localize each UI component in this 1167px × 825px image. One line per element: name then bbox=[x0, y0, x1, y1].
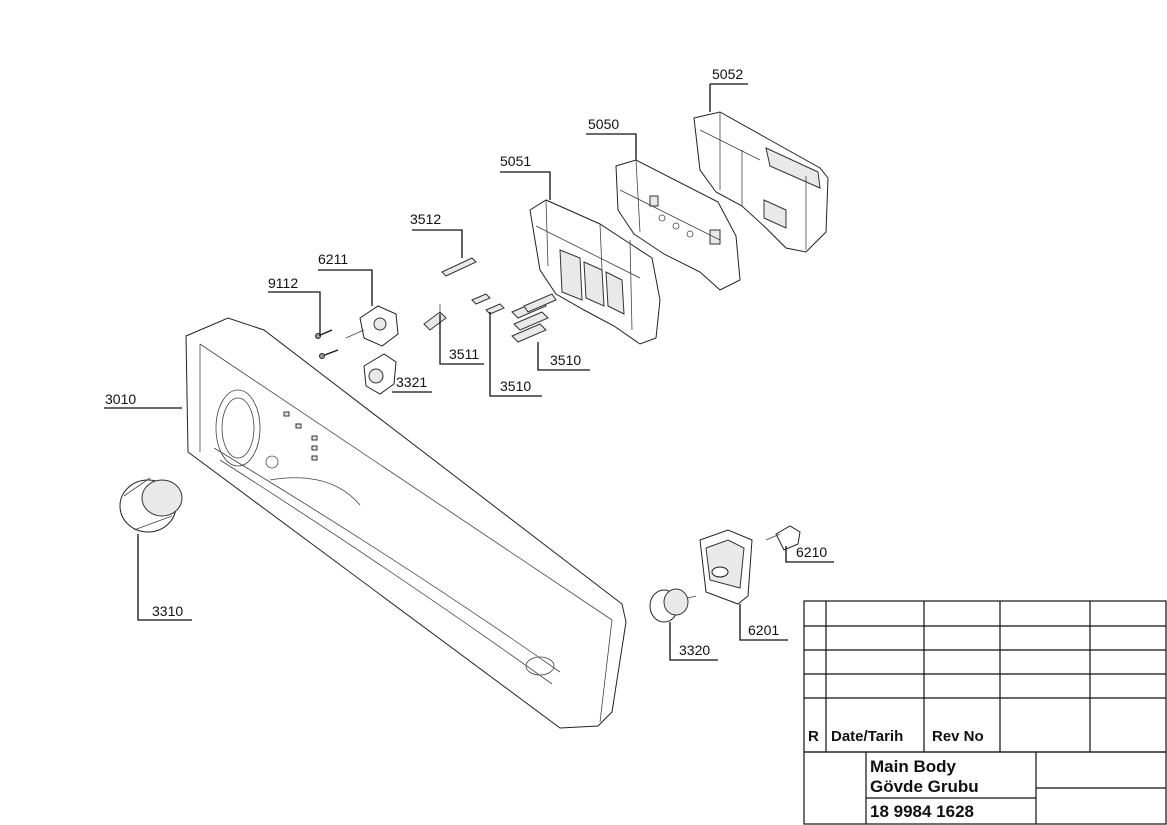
callout-3321: 3321 bbox=[396, 374, 427, 390]
part-3512-light-pipe bbox=[441, 257, 477, 277]
leader-lines bbox=[104, 83, 834, 661]
callout-5052: 5052 bbox=[712, 66, 743, 82]
part-3010-control-panel bbox=[185, 317, 627, 729]
date-column-header: Date/Tarih bbox=[831, 728, 903, 745]
callout-labels: 5052 5050 5051 3512 6211 9112 3511 3510 … bbox=[105, 66, 827, 658]
part-6211-switch bbox=[345, 305, 399, 347]
revno-column-header: Rev No bbox=[932, 728, 984, 745]
callout-3320: 3320 bbox=[679, 642, 710, 658]
part-3321-knob-adaptor bbox=[363, 353, 397, 395]
callout-3511: 3511 bbox=[449, 346, 479, 362]
callout-3010: 3010 bbox=[105, 391, 136, 407]
callout-3512: 3512 bbox=[410, 211, 441, 227]
part-9112-screws bbox=[315, 329, 339, 359]
part-6201-indicator-housing bbox=[699, 529, 753, 605]
part-5052-rear-cover bbox=[693, 111, 829, 253]
part-3510-button-group bbox=[511, 293, 557, 343]
callout-5050: 5050 bbox=[588, 116, 619, 132]
callout-3310: 3310 bbox=[152, 603, 183, 619]
part-5051-button-frame bbox=[529, 199, 661, 345]
callout-9112: 9112 bbox=[268, 275, 298, 291]
drawing-part-number: 18 9984 1628 bbox=[870, 802, 974, 821]
callout-6211: 6211 bbox=[318, 251, 348, 267]
part-3511-button-pin bbox=[423, 304, 447, 331]
callout-3510-upper: 3510 bbox=[550, 352, 581, 368]
part-3320-selector-knob bbox=[649, 588, 697, 623]
drawing-title-tr: Gövde Grubu bbox=[870, 777, 979, 796]
title-block: R Date/Tarih Rev No Main Body Gövde Grub… bbox=[803, 600, 1167, 825]
part-3510-button-small bbox=[471, 293, 505, 315]
callout-6210: 6210 bbox=[796, 544, 827, 560]
callout-3510-lower: 3510 bbox=[500, 378, 531, 394]
drawing-title-en: Main Body bbox=[870, 757, 956, 776]
part-5050-circuit-board bbox=[615, 159, 741, 291]
rev-column-header: R bbox=[808, 728, 819, 745]
part-3310-knob bbox=[119, 477, 183, 533]
callout-5051: 5051 bbox=[500, 153, 531, 169]
part-6210-mini-switch bbox=[765, 525, 801, 551]
callout-6201: 6201 bbox=[748, 622, 779, 638]
